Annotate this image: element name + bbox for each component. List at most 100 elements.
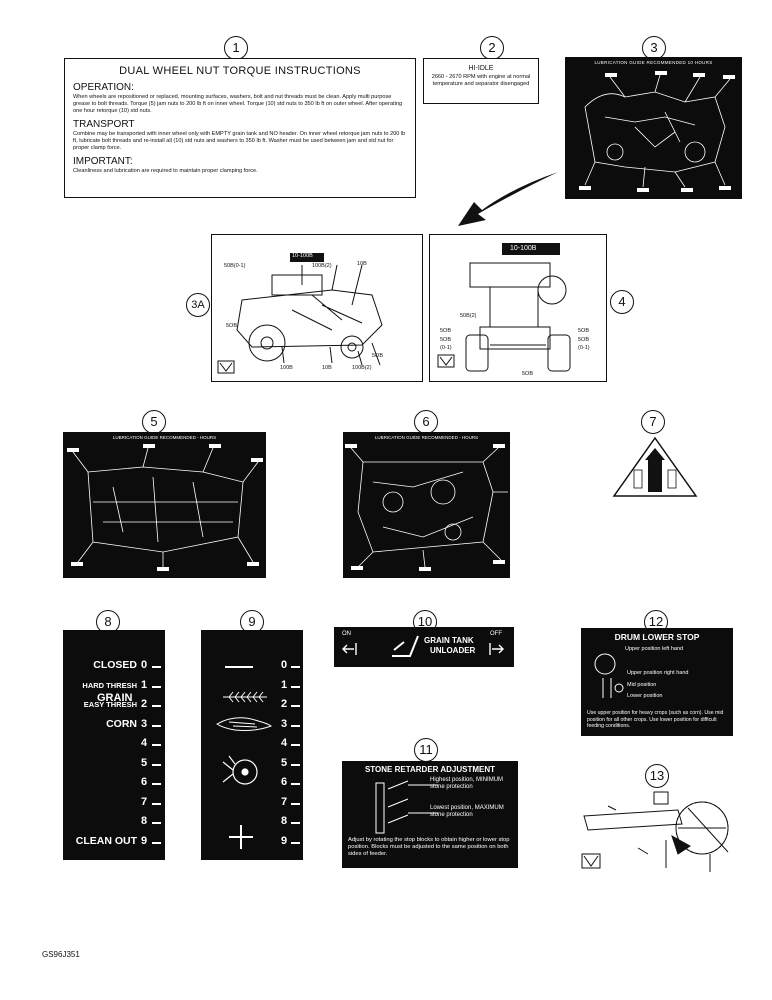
decal3a-label-1: 10-100B bbox=[292, 253, 313, 259]
decal1-heading-operation: OPERATION: bbox=[73, 82, 134, 93]
decal3a-label-2: 100B(2) bbox=[312, 263, 332, 269]
unloader-off-arrow-icon bbox=[489, 643, 504, 655]
scale8-label: CORN bbox=[106, 717, 137, 730]
callout-11: 11 bbox=[414, 738, 438, 762]
decal4-label-6: 5OB bbox=[578, 328, 590, 334]
plus-icon-vertical bbox=[240, 825, 242, 849]
decal3a-label-4: 50B(0-1) bbox=[224, 263, 246, 269]
combine-side-diagram bbox=[217, 253, 383, 374]
scale9-number: 6 bbox=[281, 776, 288, 788]
rotor-adjust-icon bbox=[222, 755, 258, 785]
decal-stone-retarder-adjustment: STONE RETARDER ADJUSTMENT Highest positi… bbox=[342, 761, 518, 868]
decal2-title: HI-IDLE bbox=[468, 65, 494, 72]
transition-arrow-icon bbox=[458, 172, 558, 226]
decal4-label-5: (0-1) bbox=[440, 345, 452, 351]
decal-combine-side-view: 10-100B 100B(2) 10B 50B(0-1) 5OB 5OB 10B… bbox=[211, 234, 423, 382]
decal12-body: Use upper position for heavy crops (such… bbox=[587, 710, 724, 729]
decal4-label-9: 5OB bbox=[522, 371, 534, 377]
decal4-label-2: 50B(2) bbox=[460, 313, 477, 319]
decal3a-label-7: 10B bbox=[322, 365, 332, 371]
decal4-label-1: 10-100B bbox=[510, 245, 537, 252]
decal-lubrication-guide-3: LUBRICATION GUIDE RECOMMENDED 10 HOURS bbox=[565, 57, 742, 199]
decal3a-label-9: 100B(2) bbox=[352, 365, 372, 371]
callout-6: 6 bbox=[414, 410, 438, 434]
decal4-label-8: (0-1) bbox=[578, 345, 590, 351]
scale8-number: 9 bbox=[141, 834, 148, 847]
decal4-label-4: 5OB bbox=[440, 337, 452, 343]
decal12-item-1: Upper position left hand bbox=[625, 646, 684, 652]
scale8-label: CLEAN OUT bbox=[75, 834, 137, 847]
scale9-tick bbox=[291, 802, 300, 805]
decal3a-label-3: 10B bbox=[357, 261, 367, 267]
decal-grain-tank-unloader: ON GRAIN TANK UNLOADER OFF bbox=[334, 627, 514, 667]
lube-diagram-6 bbox=[345, 444, 508, 571]
decal-hi-idle: HI-IDLE 2660 - 2670 RPM with engine at n… bbox=[423, 58, 539, 104]
scale8-tick bbox=[152, 705, 161, 707]
scale9-number: 9 bbox=[281, 834, 288, 847]
unloader-on-arrow-icon bbox=[342, 643, 357, 655]
decal-lubrication-guide-5: LUBRICATION GUIDE RECOMMENDED - HOURS bbox=[63, 432, 266, 578]
scale8-number: 2 bbox=[141, 698, 148, 710]
scale8-tick bbox=[152, 763, 161, 766]
scale9-tick bbox=[291, 705, 300, 707]
auger-icon bbox=[392, 635, 419, 657]
scale9-number: 8 bbox=[281, 815, 288, 827]
callout-5: 5 bbox=[142, 410, 166, 434]
scale8-tick bbox=[152, 783, 161, 785]
scale9-number: 5 bbox=[281, 756, 288, 769]
decal5-header: LUBRICATION GUIDE RECOMMENDED - HOURS bbox=[112, 435, 217, 440]
decal12-item-2: Upper position right hand bbox=[627, 670, 689, 676]
decal1-body-operation: When wheels are repositioned or replaced… bbox=[73, 94, 403, 114]
scale8-number: 4 bbox=[141, 737, 148, 749]
decal3a-label-5: 5OB bbox=[226, 323, 238, 329]
decal3-header: LUBRICATION GUIDE RECOMMENDED 10 HOURS bbox=[594, 60, 713, 65]
decal11-low-text: Lowest position, MAXIMUM stone protectio… bbox=[430, 805, 504, 818]
scale9-number: 3 bbox=[281, 717, 288, 730]
scale9-number: 2 bbox=[281, 698, 288, 710]
decal10-title-line2: UNLOADER bbox=[430, 646, 476, 655]
callout-3: 3 bbox=[642, 36, 666, 60]
scale9-tick bbox=[291, 763, 300, 766]
scale8-tick bbox=[152, 724, 161, 727]
decal3a-label-8: 100B bbox=[280, 365, 293, 371]
decal12-title: DRUM LOWER STOP bbox=[614, 632, 700, 642]
dash-icon bbox=[225, 666, 253, 668]
drum-stop-diagram bbox=[594, 653, 624, 698]
scale8-number: 1 bbox=[141, 678, 148, 691]
scale9-number: 7 bbox=[281, 795, 288, 808]
decal-lubrication-guide-6: LUBRICATION GUIDE RECOMMENDED - HOURS bbox=[343, 432, 510, 578]
decal11-title: STONE RETARDER ADJUSTMENT bbox=[364, 765, 496, 774]
decal10-on-label: ON bbox=[342, 631, 351, 637]
callout-2: 2 bbox=[480, 36, 504, 60]
scale9-tick bbox=[291, 685, 300, 688]
decal4-label-7: 5OB bbox=[578, 337, 590, 343]
figure-code: GS96J351 bbox=[42, 950, 80, 959]
scale9-tick bbox=[291, 724, 300, 727]
scale8-number: 5 bbox=[141, 756, 148, 769]
combine-rear-diagram bbox=[437, 243, 571, 372]
callout-13: 13 bbox=[645, 764, 669, 788]
scale9-tick bbox=[291, 744, 300, 746]
decal1-heading-important: IMPORTANT: bbox=[73, 156, 133, 167]
scale8-number: 3 bbox=[141, 717, 148, 730]
decal10-title-line1: GRAIN TANK bbox=[424, 636, 474, 645]
decal11-body: Adjust by rotating the stop blocks to ob… bbox=[348, 837, 510, 857]
scale8-label: HARD THRESH bbox=[82, 680, 137, 690]
scale8-tick bbox=[152, 685, 161, 688]
callout-1: 1 bbox=[224, 36, 248, 60]
scale9-tick bbox=[291, 822, 300, 824]
decal1-title: DUAL WHEEL NUT TORQUE INSTRUCTIONS bbox=[119, 65, 361, 77]
scale8-tick bbox=[152, 744, 161, 746]
scale9-tick bbox=[291, 783, 300, 785]
grain-head-icon bbox=[223, 691, 267, 703]
decal8-grain-label: GRAIN bbox=[97, 692, 133, 704]
decal6-header: LUBRICATION GUIDE RECOMMENDED - HOURS bbox=[374, 435, 479, 440]
scale8-number: 6 bbox=[141, 776, 148, 788]
corn-cob-icon bbox=[216, 717, 272, 731]
scale8-label: EASY THRESH bbox=[83, 700, 137, 709]
scale9-number: 0 bbox=[281, 659, 288, 671]
decal-combine-rear-view: 10-100B 50B(2) 5OB 5OB (0-1) 5OB 5OB (0-… bbox=[429, 234, 607, 382]
scale9-number: 1 bbox=[281, 678, 288, 691]
